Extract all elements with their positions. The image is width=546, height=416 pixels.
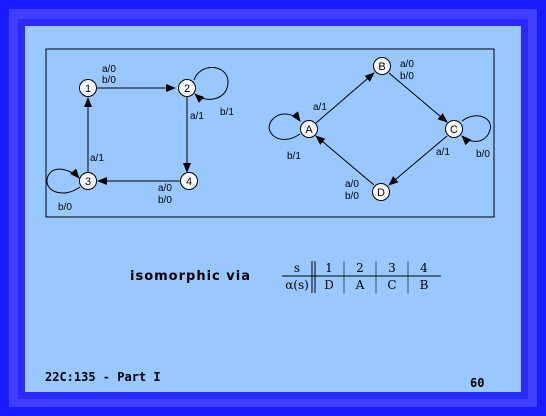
table-header-4: 4	[420, 261, 428, 275]
state-label-2: 2	[184, 83, 190, 95]
state-node-4	[180, 172, 198, 190]
edge-label-4-3-b: b/0	[158, 195, 172, 206]
edge-label-A-B: a/1	[313, 102, 327, 113]
edge-2-2-loop	[193, 67, 229, 104]
edge-3-3-loop	[46, 168, 81, 194]
state-node-3	[79, 172, 97, 190]
table-row-alpha: α(s)	[285, 278, 309, 292]
edge-label-1-2-b: b/0	[102, 75, 116, 86]
table-header-2: 2	[356, 261, 364, 275]
edge-C-D	[388, 135, 448, 186]
state-node-D	[372, 183, 390, 201]
edge-label-2-2: b/1	[220, 107, 234, 118]
edge-A-A-loop	[268, 111, 301, 140]
state-label-3: 3	[85, 176, 91, 188]
table-header-s: s	[294, 261, 300, 275]
table-cell-1: D	[324, 278, 334, 292]
table-cell-2: A	[355, 278, 365, 292]
edge-C-C-loop	[461, 115, 492, 146]
state-label-4: 4	[186, 176, 192, 188]
diagram-box	[45, 48, 495, 218]
course-footer: 22C:135 - Part I	[45, 370, 161, 384]
edge-label-4-3-a: a/0	[158, 183, 172, 194]
state-node-C	[445, 120, 463, 138]
table-cell-3: C	[387, 278, 396, 292]
state-label-D: D	[377, 187, 385, 199]
state-node-A	[300, 120, 318, 138]
edge-label-D-A-b: b/0	[345, 191, 359, 202]
state-label-B: B	[378, 61, 385, 73]
slide-background	[25, 26, 521, 392]
state-node-B	[373, 57, 391, 75]
state-label-C: C	[450, 124, 458, 136]
edge-A-B	[315, 72, 375, 124]
edge-label-A-A: b/1	[287, 151, 301, 162]
state-node-1	[79, 79, 97, 97]
edge-label-3-1: a/1	[90, 153, 104, 164]
edge-label-D-A-a: a/0	[345, 179, 359, 190]
edge-label-B-C-b: b/0	[400, 71, 414, 82]
edge-B-C	[388, 72, 448, 123]
edge-label-B-C-a: a/0	[400, 59, 414, 70]
table-header-3: 3	[388, 261, 396, 275]
state-label-A: A	[305, 124, 313, 136]
edge-label-C-D: a/1	[436, 147, 450, 158]
edge-D-A	[315, 135, 375, 186]
mapping-table: s 1 2 3 4 α(s) D A C B	[282, 261, 441, 293]
machine-1: 1 2 3 4 a/0 b/0 b/1 a/1 a/0 b/0 a/1 b/0	[46, 64, 234, 213]
table-header-1: 1	[325, 261, 333, 275]
edge-label-C-C: b/0	[476, 149, 490, 160]
isomorphism-heading: isomorphic via	[130, 269, 251, 284]
edge-label-1-2-a: a/0	[102, 64, 116, 75]
state-label-1: 1	[85, 83, 91, 95]
page-number: 60	[470, 376, 484, 390]
state-node-2	[178, 79, 196, 97]
edge-label-2-4: a/1	[190, 111, 204, 122]
machine-2: A B C D a/1 b/1 a/0 b/0 b/0 a/1 a/0 b/0	[268, 57, 492, 202]
edge-label-3-3: b/0	[58, 202, 72, 213]
table-cell-4: B	[420, 278, 429, 292]
